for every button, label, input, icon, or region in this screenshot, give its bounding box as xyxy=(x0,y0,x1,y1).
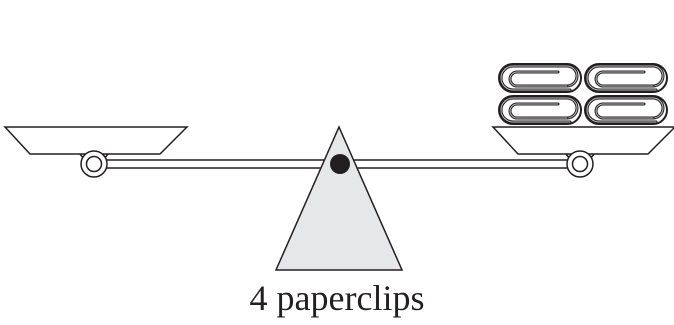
caption-label: 4 paperclips xyxy=(249,278,425,318)
fulcrum-pivot-icon xyxy=(330,154,350,174)
left-pivot-ring-icon xyxy=(80,150,108,178)
paperclip-icon xyxy=(498,95,582,125)
paperclip-icon xyxy=(584,95,668,125)
paperclip-icon xyxy=(498,63,582,93)
paperclip-stack xyxy=(498,63,668,125)
right-pan xyxy=(491,126,674,155)
fulcrum-triangle xyxy=(274,125,404,271)
paperclip-icon xyxy=(584,63,668,93)
left-pan xyxy=(3,126,189,155)
right-pivot-ring-icon xyxy=(566,150,594,178)
